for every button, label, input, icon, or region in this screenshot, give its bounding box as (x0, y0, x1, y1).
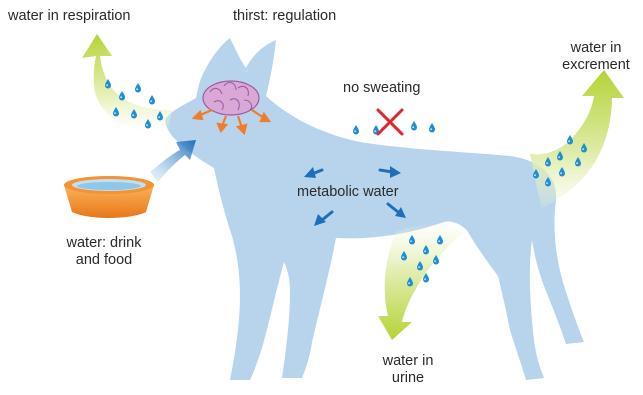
label-metabolic-water: metabolic water (297, 184, 399, 201)
label-thirst-regulation: thirst: regulation (233, 8, 336, 25)
intake-arrow (150, 140, 196, 182)
excrement-flow-arrow (530, 70, 624, 208)
cross-icon (378, 110, 402, 134)
water-bowl-icon (64, 176, 154, 218)
urine-flow-arrow (378, 224, 466, 340)
label-no-sweating: no sweating (343, 80, 420, 97)
label-water-in-respiration: water in respiration (8, 8, 131, 25)
